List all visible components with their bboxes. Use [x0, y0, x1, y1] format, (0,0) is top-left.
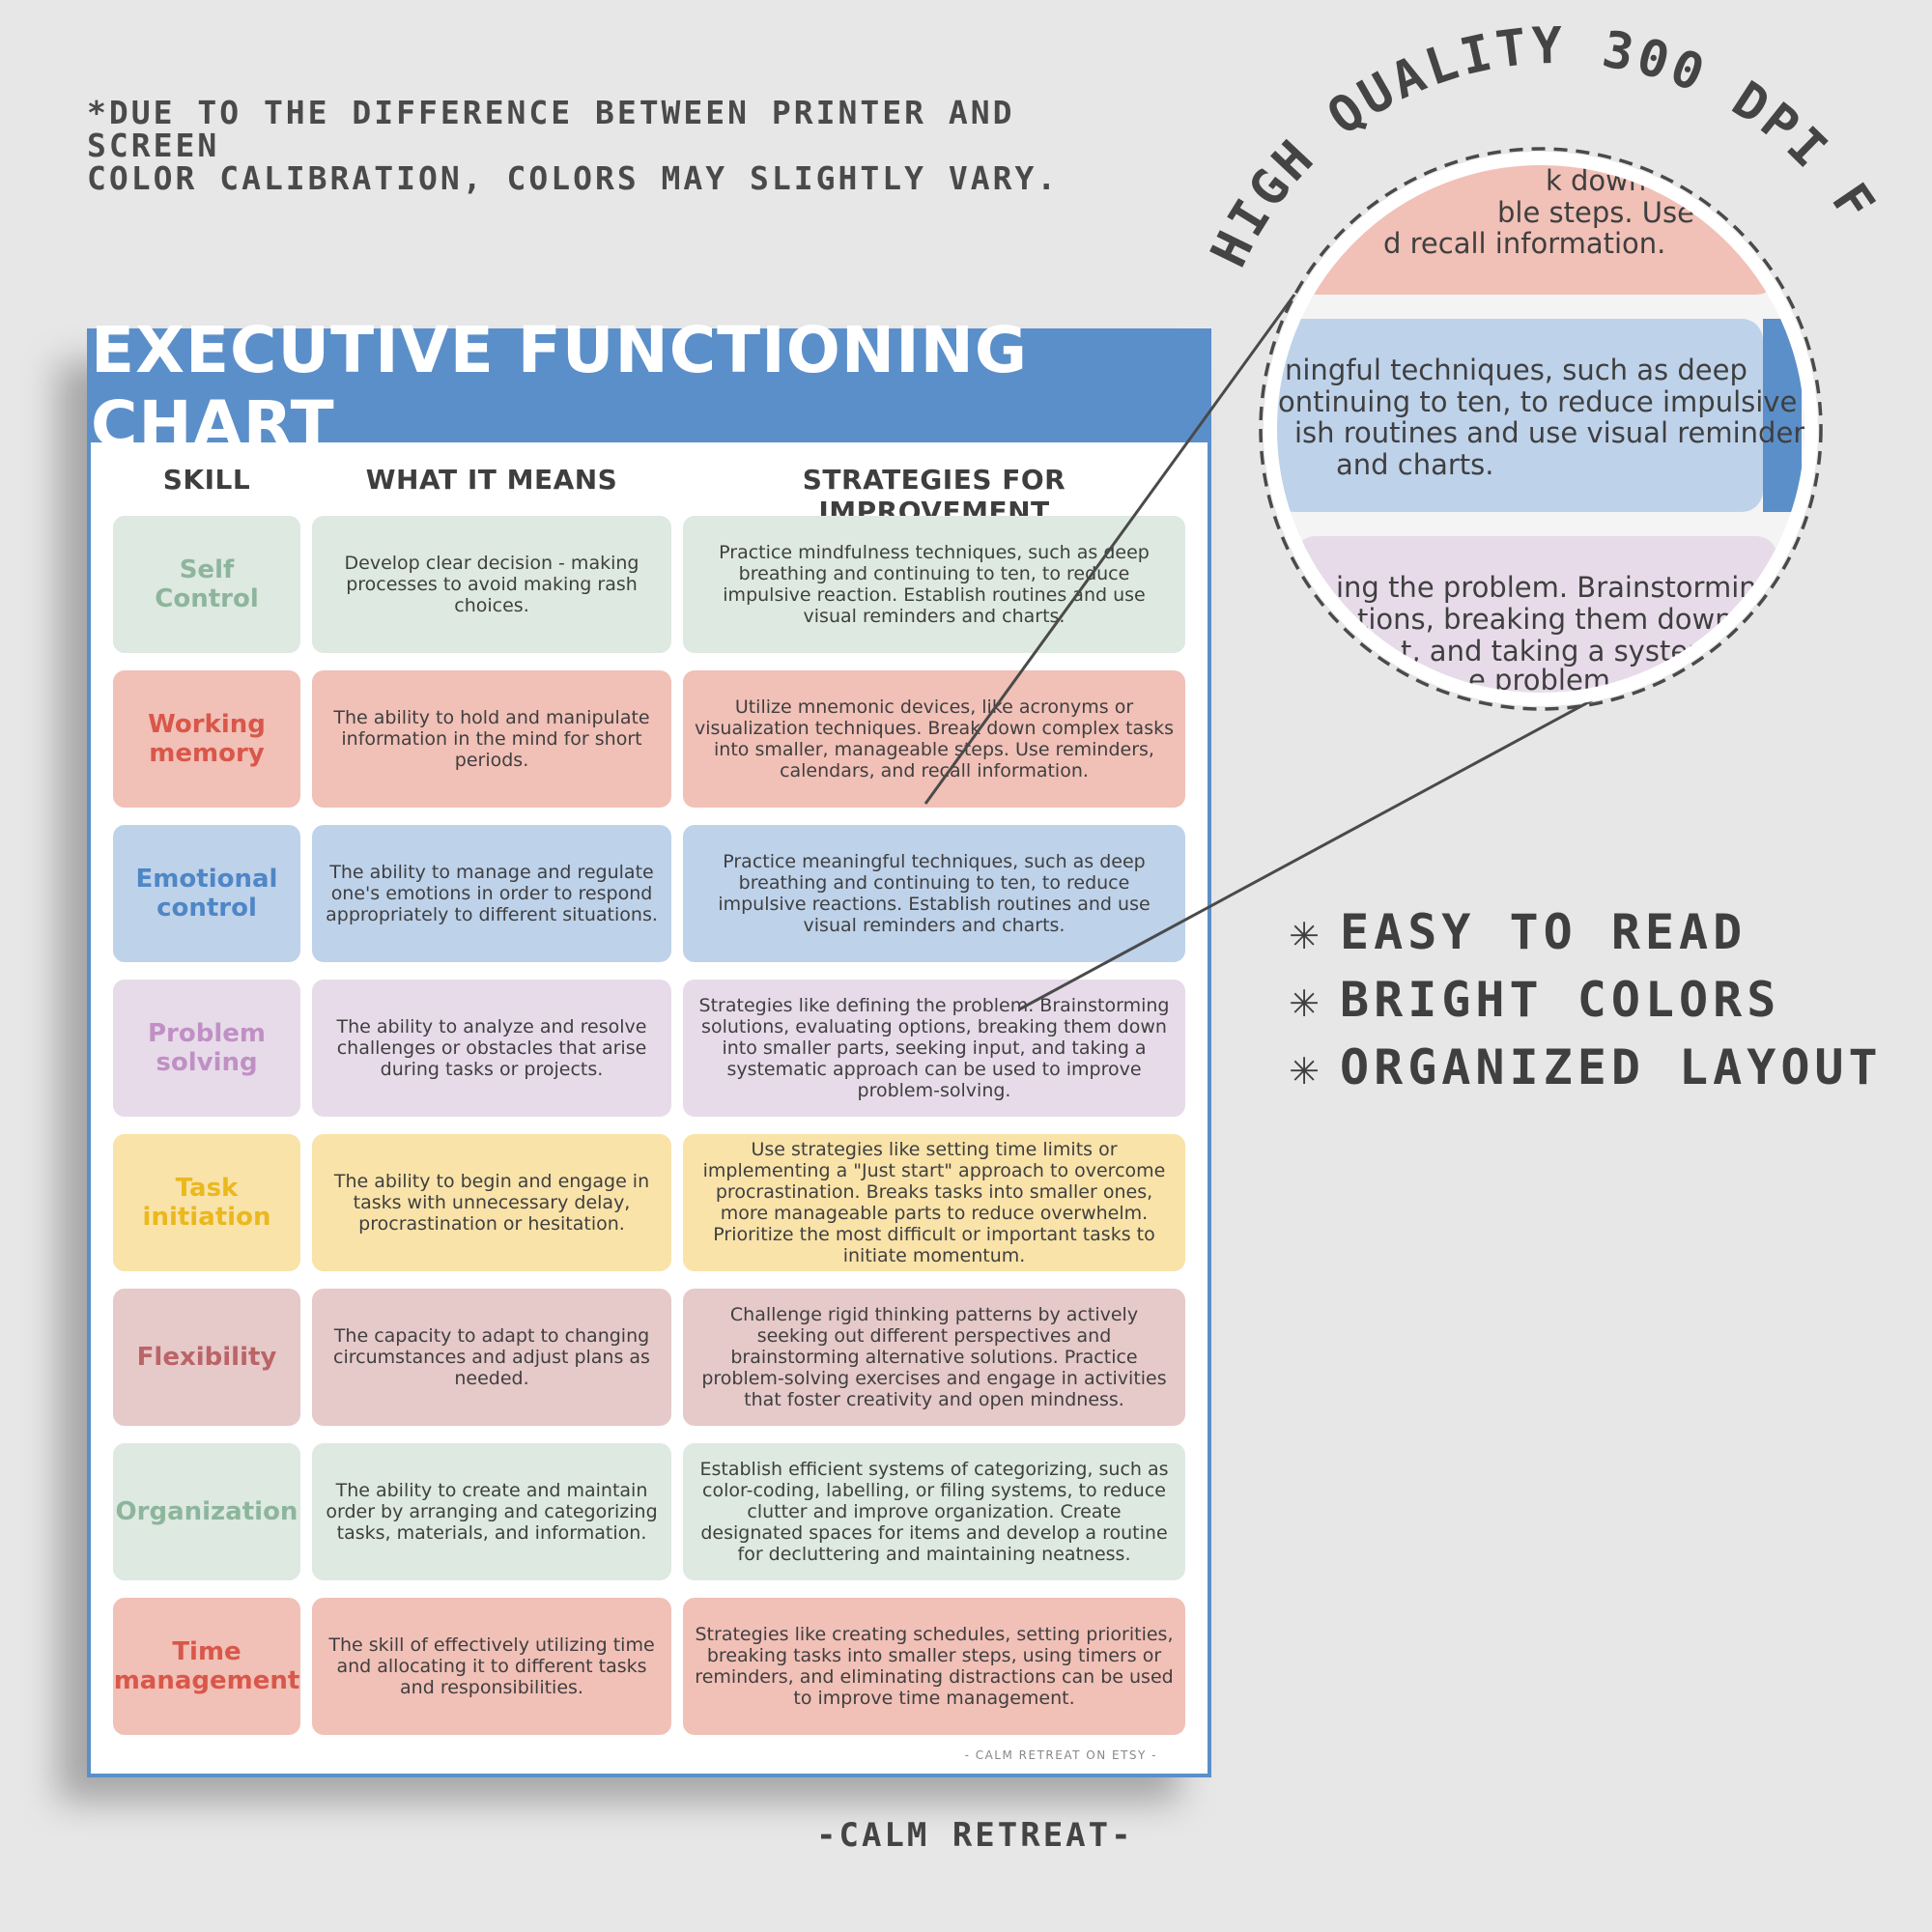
skill-cell: Problem solving [113, 980, 300, 1117]
strategy-cell: Practice mindfulness techniques, such as… [683, 516, 1185, 653]
zoom-text-6: ish routines and use visual reminders [1294, 416, 1819, 449]
asterisk-icon: ✳ [1290, 972, 1324, 1028]
meaning-cell: The ability to begin and engage in tasks… [312, 1134, 671, 1271]
strategy-cell: Practice meaningful techniques, such as … [683, 825, 1185, 962]
skill-cell: Organization [113, 1443, 300, 1580]
pointer-line-2 [1018, 686, 1616, 1011]
meaning-cell: The capacity to adapt to changing circum… [312, 1289, 671, 1426]
asterisk-icon: ✳ [1290, 904, 1324, 960]
meaning-cell: Develop clear decision - making processe… [312, 516, 671, 653]
strategy-cell: Challenge rigid thinking patterns by act… [683, 1289, 1185, 1426]
zoom-ring [1264, 152, 1818, 706]
meaning-cell: The skill of effectively utilizing time … [312, 1598, 671, 1735]
meaning-cell: The ability to manage and regulate one's… [312, 825, 671, 962]
feature-label: ORGANIZED LAYOUT [1340, 1039, 1883, 1095]
meaning-cell: The ability to analyze and resolve chall… [312, 980, 671, 1117]
feature-list: ✳ EASY TO READ ✳ BRIGHT COLORS ✳ ORGANIZED … [1290, 898, 1883, 1101]
skill-cell: Flexibility [113, 1289, 300, 1426]
brand-name: -CALM RETREAT- [816, 1816, 1134, 1855]
zoom-text-7: and charts. [1336, 448, 1494, 481]
strategy-cell: Establish efficient systems of categoriz… [683, 1443, 1185, 1580]
skill-cell: Time management [113, 1598, 300, 1735]
disclaimer-line-1: *DUE TO THE DIFFERENCE BETWEEN PRINTER A… [87, 94, 1015, 164]
header-meaning: WHAT IT MEANS [365, 464, 618, 496]
skill-cell: Task initiation [113, 1134, 300, 1271]
header-skill: SKILL [162, 464, 251, 496]
zoom-dashed-border [1259, 147, 1823, 711]
meaning-cell: The ability to hold and manipulate infor… [312, 670, 671, 808]
asterisk-icon: ✳ [1290, 1039, 1324, 1095]
skill-cell: Emotional control [113, 825, 300, 962]
strategy-cell: Strategies like defining the problem. Br… [683, 980, 1185, 1117]
skill-cell: Working memory [113, 670, 300, 808]
zoom-text-4: ningful techniques, such as deep [1285, 354, 1747, 386]
feature-item: ✳ BRIGHT COLORS [1290, 966, 1883, 1034]
zoom-text-10: t, and taking a system [1401, 635, 1715, 668]
meaning-cell: The ability to create and maintain order… [312, 1443, 671, 1580]
skill-cell: Self Control [113, 516, 300, 653]
disclaimer-line-2: COLOR CALIBRATION, COLORS MAY SLIGHTLY V… [87, 159, 1060, 197]
zoom-text-3: d recall information. [1383, 227, 1665, 260]
zoom-text-5: ontinuing to ten, to reduce impulsive [1278, 385, 1797, 418]
poster: EXECUTIVE FUNCTIONING CHART SKILL WHAT I… [87, 313, 1211, 1777]
strategy-cell: Strategies like creating schedules, sett… [683, 1598, 1185, 1735]
feature-item: ✳ EASY TO READ [1290, 898, 1883, 966]
disclaimer: *DUE TO THE DIFFERENCE BETWEEN PRINTER A… [87, 97, 1150, 195]
pointer-line-1 [923, 294, 1296, 805]
strategy-cell: Utilize mnemonic devices, like acronyms … [683, 670, 1185, 808]
zoom-text-8: ing the problem. Brainstorming [1336, 571, 1775, 604]
strategy-cell: Use strategies like setting time limits … [683, 1134, 1185, 1271]
feature-label: BRIGHT COLORS [1340, 972, 1781, 1028]
feature-item: ✳ ORGANIZED LAYOUT [1290, 1034, 1883, 1101]
column-headers: SKILL WHAT IT MEANS STRATEGIES FOR IMPRO… [91, 442, 1208, 527]
zoom-text-9: tions, breaking them down in [1357, 603, 1767, 636]
feature-label: EASY TO READ [1340, 904, 1747, 960]
poster-credit: - CALM RETREAT ON ETSY - [964, 1748, 1157, 1762]
